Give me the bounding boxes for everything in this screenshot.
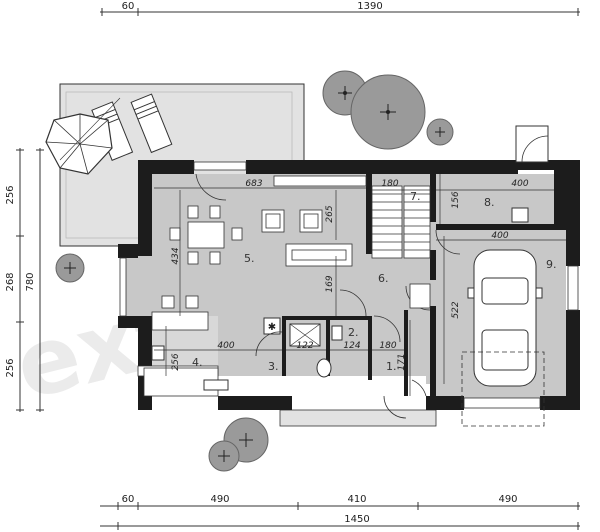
dim-left-1: 268: [5, 272, 16, 291]
room-label-6: 6.: [378, 272, 389, 285]
room-label-3: 3.: [268, 360, 279, 373]
room-label-2: 2.: [348, 326, 359, 339]
dim-top-1: 1390: [357, 1, 382, 12]
dim-room8-width: 400: [511, 179, 528, 189]
garage-door-swing: [461, 351, 545, 427]
dim-bottom-total: 1450: [344, 514, 369, 525]
dim-bottom-2: 410: [347, 494, 366, 505]
dining-table: [169, 205, 243, 265]
dim-stair-width: 180: [381, 179, 398, 189]
toilet-icon: [316, 358, 332, 378]
dim-kitchen-depth: 256: [171, 353, 181, 370]
terrace-edge-line: [59, 97, 121, 161]
cooktop-icon: [151, 345, 165, 361]
tree-icon: [426, 118, 454, 146]
left-dimension: [16, 148, 44, 412]
dim-kitchen-width: 400: [217, 341, 234, 351]
room-label-9: 9.: [546, 258, 557, 271]
desk-icon: [511, 207, 529, 223]
dim-garage-width: 400: [491, 231, 508, 241]
dim-living-depth: 434: [171, 247, 181, 264]
inner-dimension-lines: [154, 174, 566, 396]
dim-wc-width-2: 124: [343, 341, 360, 351]
door-swing: [521, 135, 549, 163]
dim-left-2: 256: [5, 358, 16, 377]
dim-garage-depth: 522: [451, 301, 461, 318]
doors: [195, 173, 461, 419]
dim-bottom-1: 490: [210, 494, 229, 505]
room-label-5: 5.: [244, 252, 255, 265]
stools: [161, 295, 199, 309]
washbasin-icon: [331, 325, 343, 341]
armchair: [261, 209, 323, 233]
dim-left-0: 256: [5, 185, 16, 204]
dim-bottom-0: 60: [122, 494, 135, 505]
room-label-8: 8.: [484, 196, 495, 209]
dim-room8-depth: 156: [451, 191, 461, 208]
car-icon: [467, 249, 543, 387]
dim-left-outer: 780: [25, 272, 36, 291]
staircase: [371, 185, 431, 259]
stove-icon: ✱: [263, 317, 281, 335]
dim-wc-width-1: 122: [296, 341, 313, 351]
side-entrance: [515, 125, 549, 163]
dim-room1-depth: 171: [397, 353, 407, 370]
dim-hall-depth: 169: [325, 275, 335, 292]
sofa: [285, 243, 353, 267]
top-dimension: [100, 8, 580, 16]
entrance-step: [279, 409, 437, 427]
room-label-4: 4.: [192, 356, 203, 369]
tree-icon: [208, 440, 240, 472]
sink-icon: [203, 379, 229, 391]
tree-icon: [55, 253, 85, 283]
dim-top-0: 60: [122, 1, 135, 12]
parasol-icon: [45, 113, 113, 175]
room-label-1: 1.: [386, 360, 397, 373]
svg-text:✱: ✱: [268, 322, 276, 333]
dim-table-depth: 265: [325, 205, 335, 222]
bottom-dimension: [100, 502, 580, 530]
tree-icon: [350, 74, 426, 150]
room-label-7: 7.: [410, 190, 421, 203]
walls: [118, 160, 580, 410]
dim-bottom-3: 490: [498, 494, 517, 505]
sun-lounger-right: [130, 93, 173, 154]
dim-living-width: 683: [245, 179, 262, 189]
dim-room1-width: 180: [379, 341, 396, 351]
